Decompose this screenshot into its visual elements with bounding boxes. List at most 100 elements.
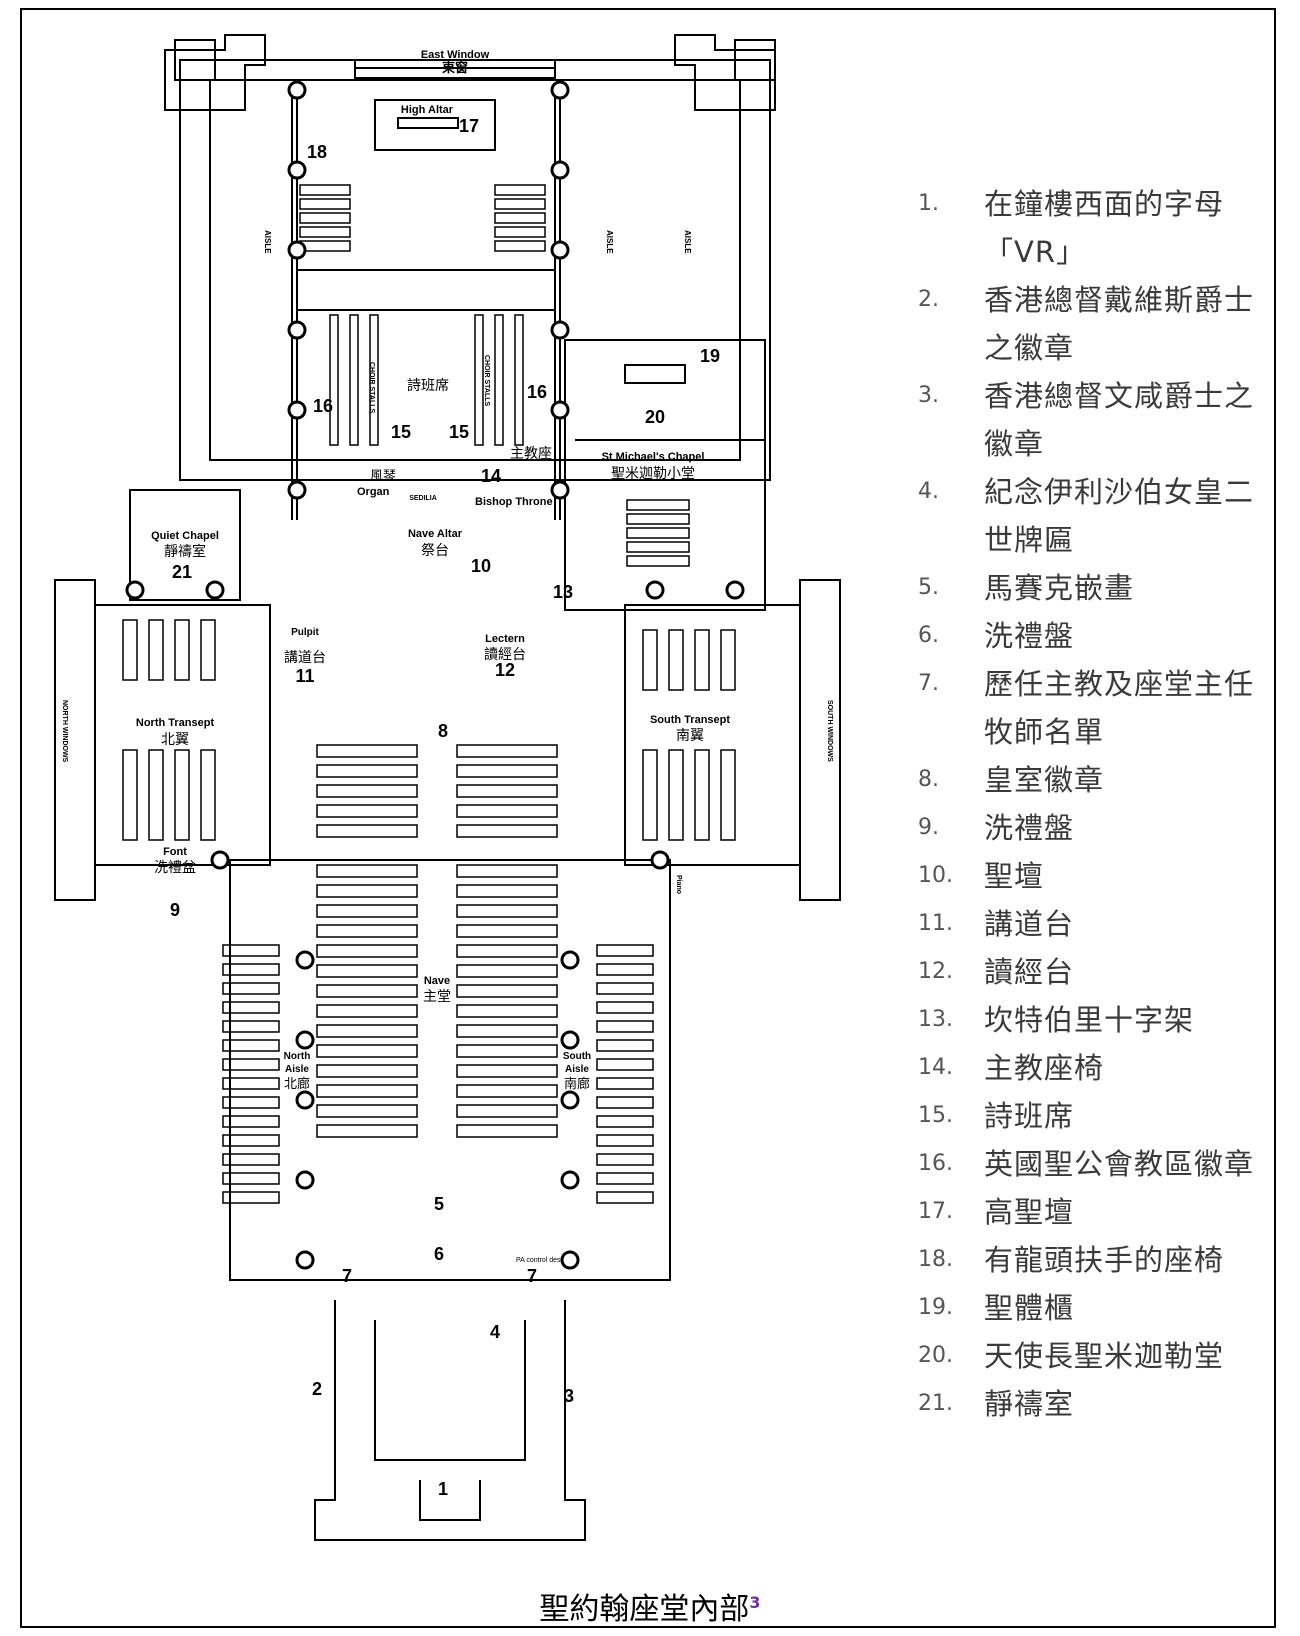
bishop-en: Bishop Throne — [475, 496, 553, 508]
transept-pew — [668, 749, 684, 841]
quiet-zh: 靜禱室 — [164, 543, 206, 559]
nave-pew — [316, 1024, 418, 1038]
legend-text: 坎特伯里十字架 — [984, 1003, 1195, 1037]
legend-number: 13. — [918, 1007, 953, 1032]
aisle-pew — [596, 1077, 654, 1090]
column-pillar — [560, 1250, 580, 1270]
marker-3: 3 — [564, 1386, 574, 1406]
aisle-pew — [222, 1134, 280, 1147]
aisle-pew — [596, 1115, 654, 1128]
legend-text: 皇室徽章 — [984, 763, 1105, 797]
nave-altar-en: Nave Altar — [408, 528, 463, 540]
column-pillar — [287, 480, 307, 500]
legend-item: 10.聖壇 — [918, 852, 1278, 900]
nave-pew — [456, 864, 558, 878]
nave-pew — [456, 764, 558, 778]
north-aisle-en2: Aisle — [285, 1064, 309, 1075]
north-transept-en: North Transept — [136, 717, 215, 729]
nave-pew — [316, 984, 418, 998]
marker-11: 11 — [295, 666, 314, 686]
transept-pew — [694, 749, 710, 841]
nave-pew — [316, 1004, 418, 1018]
chancel-seat — [299, 212, 351, 224]
legend-number: 20. — [918, 1343, 953, 1368]
marker-16a: 16 — [313, 396, 333, 416]
column-pillar — [205, 580, 225, 600]
chancel-seat — [494, 198, 546, 210]
caption-text: 聖約翰座堂內部 — [539, 1592, 750, 1627]
marker-17: 17 — [459, 116, 479, 136]
marker-7b: 7 — [527, 1266, 537, 1286]
nave-pew — [316, 944, 418, 958]
legend-item: 21.靜禱室 — [918, 1380, 1278, 1428]
marker-6: 6 — [434, 1244, 444, 1264]
legend-text: 香港總督文咸爵士之徽章 — [984, 379, 1255, 461]
chancel-seat — [494, 212, 546, 224]
aisle-pew — [596, 1172, 654, 1185]
transept-pew — [174, 619, 190, 681]
legend-item: 8.皇室徽章 — [918, 756, 1278, 804]
marker-5: 5 — [434, 1194, 444, 1214]
legend-text: 讀經台 — [984, 955, 1075, 989]
aisle-pew — [222, 963, 280, 976]
west-porch — [314, 1300, 586, 1541]
column-pillar — [295, 1250, 315, 1270]
legend-item: 12. 讀經台 — [918, 948, 1278, 996]
transept-pew — [200, 749, 216, 841]
column-pillar — [210, 850, 230, 870]
aisle-pew — [596, 944, 654, 957]
nave-pew — [316, 904, 418, 918]
nave-pew — [456, 1024, 558, 1038]
chapel-seat — [626, 555, 690, 567]
north-transept-zh: 北翼 — [161, 731, 189, 747]
st-michael-en: St Michael's Chapel — [602, 451, 705, 463]
column-pillar — [560, 1090, 580, 1110]
lectern-zh: 讀經台 — [484, 646, 526, 662]
pa-desk: PA control desk — [516, 1257, 565, 1264]
aisle-pew — [222, 1191, 280, 1204]
legend-text: 洗禮盤 — [984, 619, 1075, 653]
aisle-pew — [222, 1172, 280, 1185]
east-window-label: East Window — [421, 49, 490, 61]
aisle-pew — [596, 1058, 654, 1071]
aisle-pew — [222, 1153, 280, 1166]
chancel-inner-wall — [209, 79, 741, 461]
transept-pew — [642, 749, 658, 841]
nave-pew — [316, 1084, 418, 1098]
marker-19: 19 — [700, 346, 720, 366]
legend-item: 16.英國聖公會教區徽章 — [918, 1140, 1278, 1188]
choir-stall — [369, 314, 379, 446]
chapel-seat — [626, 527, 690, 539]
legend-text: 英國聖公會教區徽章 — [984, 1147, 1255, 1181]
font-en: Font — [163, 846, 187, 858]
marker-14: 14 — [481, 466, 501, 486]
nave-pew — [456, 1064, 558, 1078]
legend-number: 2. — [918, 287, 939, 312]
legend-number: 14. — [918, 1055, 953, 1080]
aisle-pew — [596, 982, 654, 995]
aisle-pew — [596, 1039, 654, 1052]
column-pillar — [287, 400, 307, 420]
aisle-pew — [222, 1058, 280, 1071]
legend-item: 15.詩班席 — [918, 1092, 1278, 1140]
choir-stalls-right: CHOIR STALLS — [483, 355, 490, 407]
north-aisle-en1: North — [284, 1051, 311, 1062]
pulpit-en: Pulpit — [291, 627, 319, 638]
column-pillar — [295, 950, 315, 970]
legend-number: 17. — [918, 1199, 953, 1224]
nave-pew — [316, 1044, 418, 1058]
legend-text: 馬賽克嵌畫 — [984, 571, 1135, 605]
legend-number: 1. — [918, 191, 939, 216]
column-pillar — [295, 1090, 315, 1110]
legend-number: 5. — [918, 575, 939, 600]
legend-number: 10. — [918, 863, 953, 888]
choir-stalls-left: CHOIR STALLS — [368, 362, 375, 414]
nave-pew — [456, 1004, 558, 1018]
legend-number: 19. — [918, 1295, 953, 1320]
bishop-zh: 主教座 — [510, 445, 552, 461]
legend-text: 靜禱室 — [984, 1387, 1075, 1421]
legend-number: 12. — [918, 959, 953, 984]
column-pillar — [560, 1030, 580, 1050]
st-michael-zh: 聖米迦勒小堂 — [611, 465, 695, 481]
legend-number: 18. — [918, 1247, 953, 1272]
